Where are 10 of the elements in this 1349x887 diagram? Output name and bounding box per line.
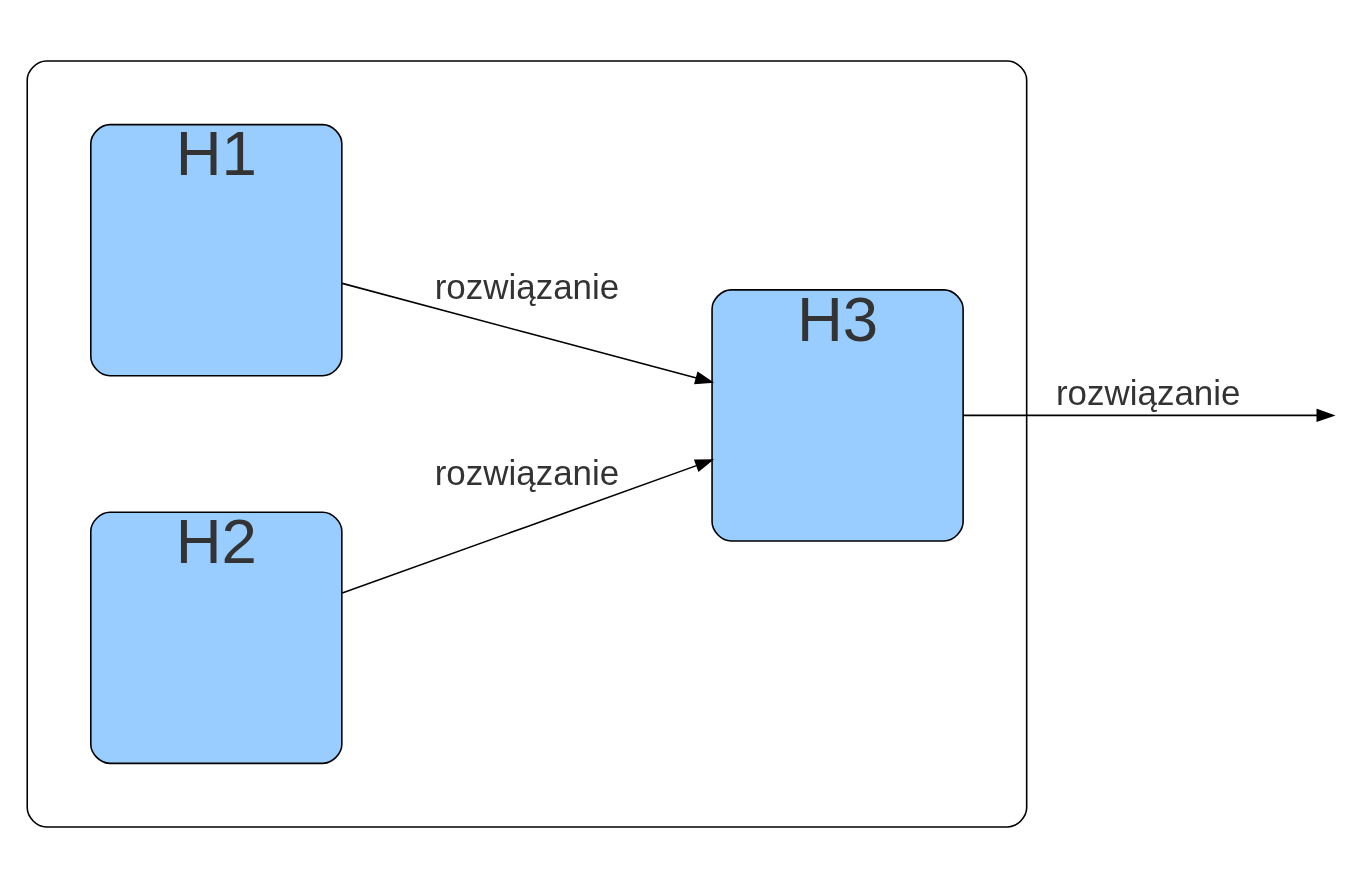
- node-box: H3: [711, 288, 964, 542]
- arrow: [341, 282, 715, 384]
- arrow: [962, 408, 1336, 422]
- edge-label: rozwiązanie: [434, 452, 620, 492]
- cluster: [26, 59, 1028, 828]
- node-box: H1: [90, 123, 343, 376]
- node-box: H2: [90, 511, 343, 764]
- edge-label: rozwiązanie: [1055, 372, 1241, 412]
- edge-label: rozwiązanie: [434, 266, 620, 306]
- arrow: [341, 458, 715, 594]
